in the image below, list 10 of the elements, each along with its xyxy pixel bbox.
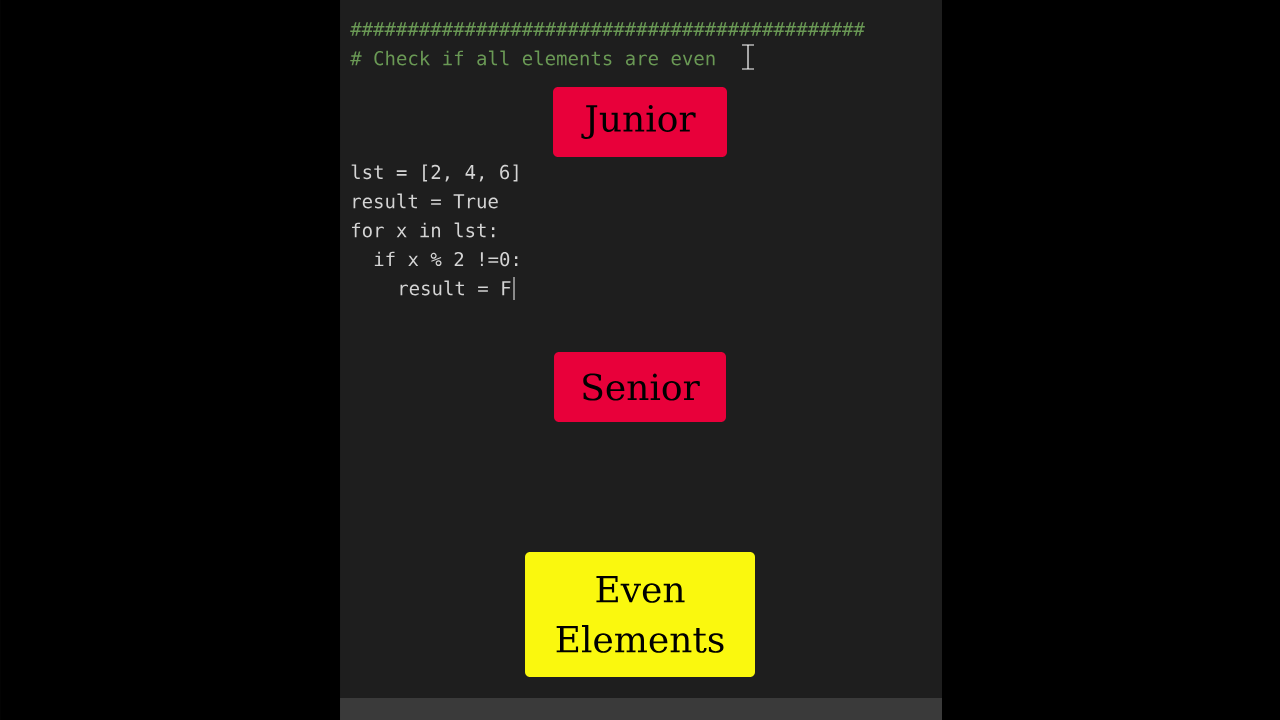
label-box: Even Elements [525, 552, 755, 677]
code-line: if x % 2 !=0: [374, 251, 518, 267]
code-line: ############################################# [350, 22, 865, 36]
code-line: lst = [2, 4, 6] [351, 164, 518, 182]
code-line: result = True [353, 193, 498, 209]
label-box: Junior [553, 87, 727, 157]
code-line: # Check if all elements are even [350, 50, 715, 66]
code-line: for x in lst: [352, 222, 495, 238]
label-box: Senior [554, 352, 726, 422]
code-line: result = F [400, 280, 511, 296]
